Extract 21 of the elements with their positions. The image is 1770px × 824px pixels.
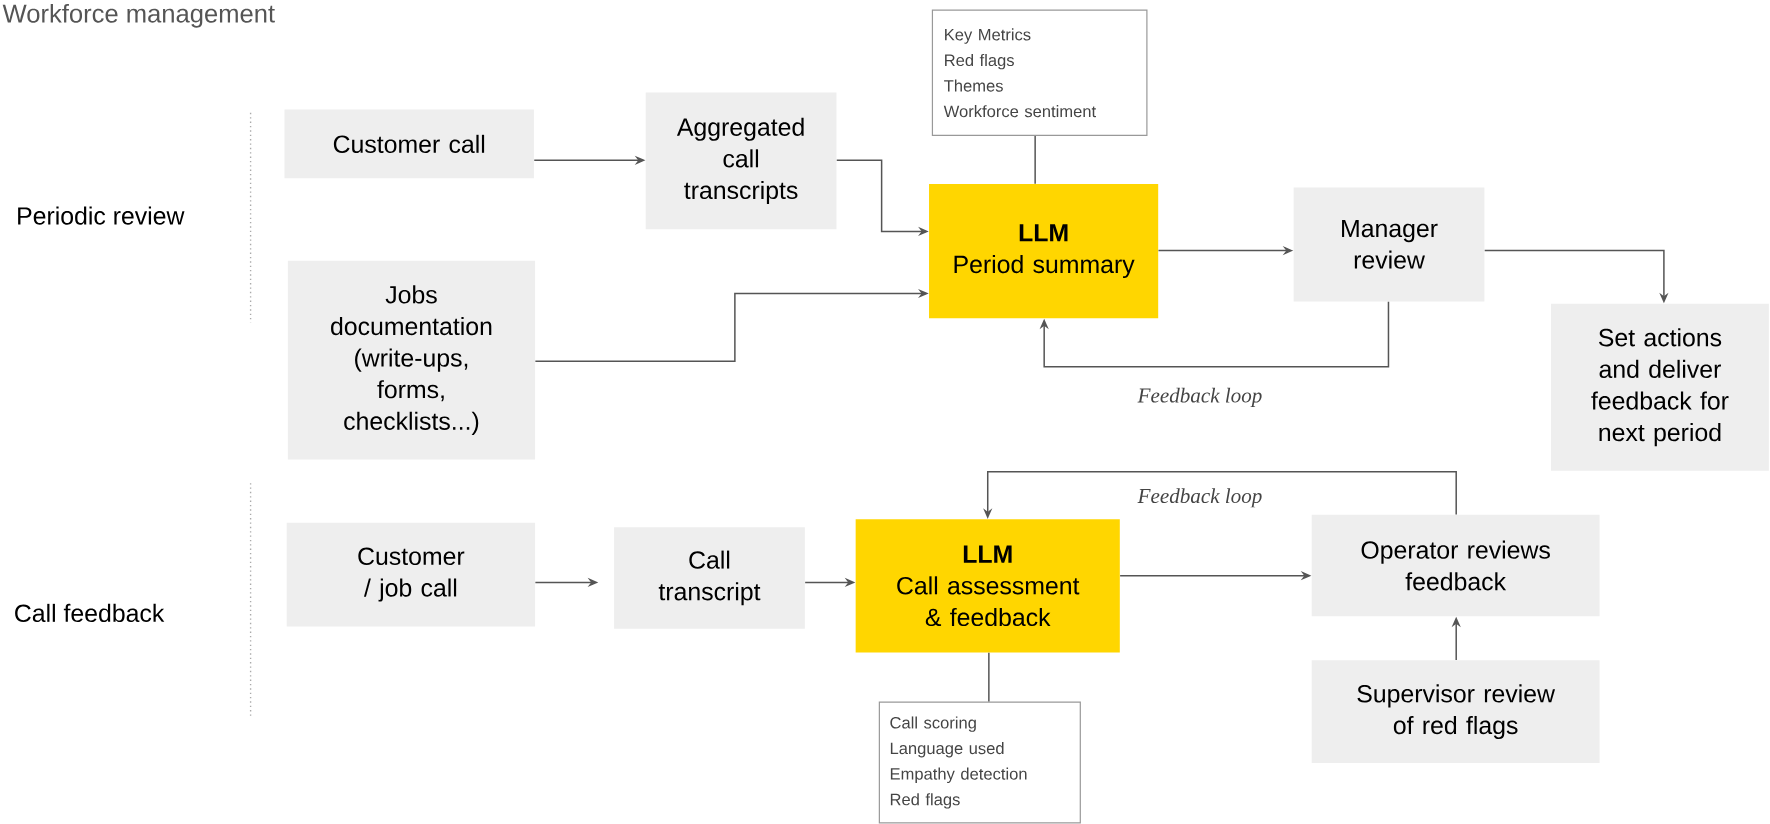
process-box: Customer call bbox=[284, 109, 534, 179]
connector-line bbox=[988, 652, 990, 703]
diagram-title: Workforce management bbox=[2, 3, 275, 28]
process-box: Set actions and deliver feedback for next period bbox=[1551, 303, 1769, 471]
edge-label: Feedback loop bbox=[1137, 387, 1262, 407]
note-box: Call scoring Language used Empathy detection Red flags bbox=[878, 701, 1081, 824]
section-label: Periodic review bbox=[18, 206, 185, 225]
process-box: Aggregated call transcripts bbox=[645, 92, 837, 230]
arrow bbox=[1039, 300, 1390, 368]
process-box: Operator reviews feedback bbox=[1311, 514, 1600, 617]
process-box: Supervisor review of red flags bbox=[1311, 660, 1600, 764]
model-box: LLM Call assessment & feedback bbox=[855, 519, 1120, 653]
process-box: Call transcript bbox=[614, 527, 805, 629]
process-box: Customer / job call bbox=[286, 522, 536, 627]
model-box: LLM Period summary bbox=[929, 184, 1159, 319]
note-box: Key Metrics Red flags Themes Workforce sentiment bbox=[931, 9, 1148, 137]
process-box: Jobs documentation (write-ups, forms, checklists...) bbox=[287, 260, 536, 460]
edge-label: Feedback loop bbox=[1137, 488, 1262, 508]
section-label: Call feedback bbox=[15, 603, 165, 623]
connector-line bbox=[1034, 135, 1036, 185]
process-box: Manager review bbox=[1293, 187, 1485, 302]
